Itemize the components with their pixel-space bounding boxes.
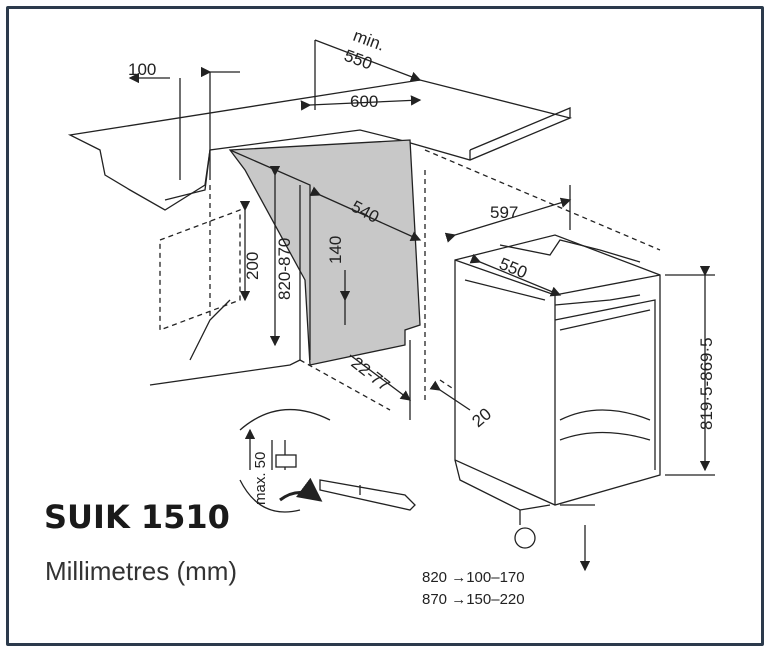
- model-title: SUIK 1510: [44, 498, 230, 536]
- table-row-2: 870 →150–220: [422, 591, 525, 608]
- dim-22-77: 22-77: [348, 353, 394, 395]
- table-row-1: 820 →100–170: [422, 569, 525, 586]
- dim-600: 600: [350, 92, 378, 111]
- dim-819-869: 819·5-869·5: [697, 337, 716, 430]
- dim-200: 200: [243, 252, 262, 280]
- dim-597: 597: [490, 203, 518, 222]
- dim-140: 140: [326, 236, 345, 264]
- appliance-body: [454, 234, 661, 506]
- dim-max50: max. 50: [252, 452, 269, 505]
- dim-100: 100: [128, 60, 156, 79]
- dim-820-870: 820-870: [275, 238, 294, 300]
- units-label: Millimetres (mm): [45, 556, 238, 586]
